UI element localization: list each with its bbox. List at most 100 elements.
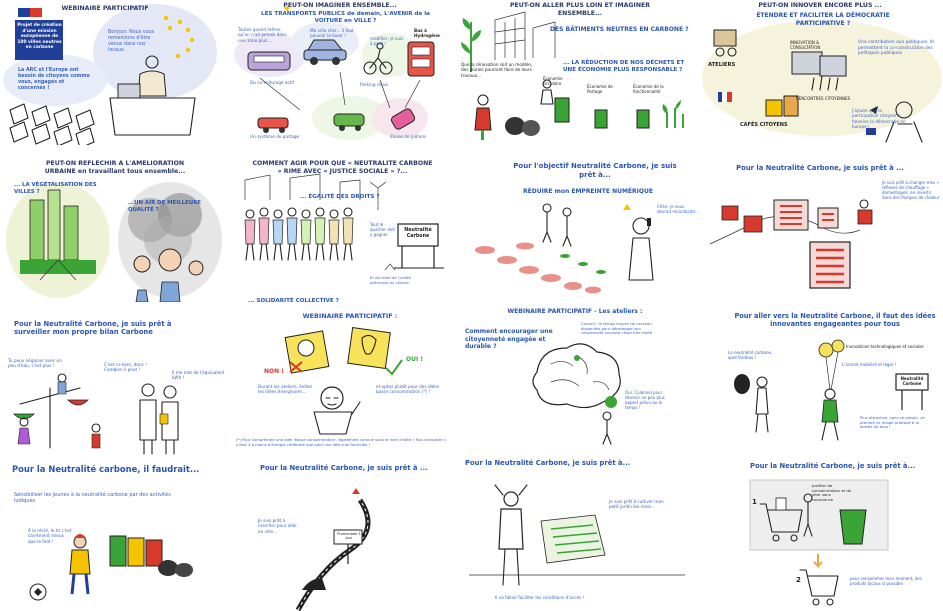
- car-on-road-icon: [302, 578, 326, 590]
- boy-figure: [91, 423, 101, 449]
- panel-webinar: WEBINAIRE PARTICIPATIF Projet de créatio…: [0, 0, 230, 145]
- girl-figure: [17, 417, 31, 445]
- panel-garden: Pour la Neutralité Carbone, je suis prêt…: [455, 455, 700, 611]
- arrow-icon: [870, 106, 878, 114]
- label-innovation: INNOVATION & CONSULTATION: [790, 40, 821, 50]
- green-bin-icon: [839, 509, 867, 545]
- democracy-note-1: Une contribution aux politiques. Ils per…: [858, 40, 935, 56]
- panel-innovation-title: Pour aller vers la Neutralité Carbone, i…: [734, 312, 936, 329]
- panel-walking-title: Pour la Neutralité Carbone, je suis prêt…: [260, 464, 428, 472]
- panel-digital-footprint: Pour l'objectif Neutralité Carbone, je s…: [455, 160, 700, 302]
- panel-urban: PEUT-ON RÉFLÉCHIR À L'AMÉLIORATION URBAI…: [0, 160, 230, 302]
- panel-walking-drawing: [295, 488, 371, 611]
- transport-note-4: Bus à Hydrogène: [414, 28, 440, 39]
- worried-man-figure: [494, 484, 528, 586]
- happy-man-figure: [821, 388, 839, 441]
- transport-note-7: Un système de partage: [250, 134, 300, 139]
- workshops-note-2: Oui, Colonnel pour devenir un peu plus a…: [625, 390, 665, 410]
- idea-spark-icon: [623, 204, 631, 210]
- audience-bubble: [3, 54, 107, 106]
- trash-bags-icon-2: [158, 560, 193, 577]
- innovation-sign-text: Neutralité Carbone: [900, 376, 924, 386]
- bulb-card-no: [284, 330, 330, 374]
- second-cart-icon: [799, 569, 839, 606]
- panel-heating: Pour la Neutralité Carbone, je suis prêt…: [700, 160, 943, 302]
- workshops-question: Comment encourager une citoyenneté engag…: [465, 328, 553, 350]
- couple-figures: [139, 383, 179, 455]
- computer-icon: [791, 51, 847, 77]
- workshops-note-1: Conseil : le temps moyen de cerveau disp…: [581, 321, 653, 336]
- consumption-note-1: Justifier de consommation et de jeter sa…: [812, 483, 852, 503]
- carbon-note-1: Tu peux négocier avec un peu d'eau, c'es…: [8, 358, 62, 369]
- cyclist-icon: [363, 42, 393, 75]
- panel-carbon-title: Pour la Neutralité Carbone, je suis prêt…: [14, 320, 172, 337]
- green-car-icon: [333, 113, 365, 131]
- panel-ideas-drawing: [284, 326, 403, 435]
- europe-stars-icon: [163, 15, 195, 59]
- economy-label-1: Économie circulaire: [543, 76, 563, 86]
- carbon-sign-text: Neutralité Carbone: [404, 228, 432, 239]
- sprouts-icon: [662, 100, 684, 128]
- grass-icon: [384, 263, 396, 271]
- presenter-figure: [313, 386, 361, 435]
- heating-note: Je suis prêt à changer mes « réflexes de…: [882, 180, 940, 200]
- panel-buildings-header: PEUT-ON ALLER PLUS LOIN ET IMAGINER ENSE…: [510, 2, 650, 17]
- urban-air-quality: ...UN AIR DE MEILLEURE QUALITÉ ?: [128, 200, 201, 213]
- green-footprints-icon: [560, 254, 606, 274]
- small-man-figure: [602, 396, 617, 445]
- panel-innovation-drawing: [734, 339, 929, 441]
- panel-social-justice: COMMENT AGIR POUR QUE « NEUTRALITÉ CARBO…: [230, 160, 455, 308]
- wind-turbine-icon: [369, 181, 387, 210]
- walking-sign-text: Promenade 1 jour: [337, 532, 361, 541]
- democracy-note-2: J'ajoute que la participation citoyenne …: [852, 108, 906, 129]
- masked-family-figure: [133, 248, 204, 302]
- speaker-speech: Bonjour. Nous vous remercions d'être ven…: [108, 30, 155, 53]
- digital-subtitle: RÉDUIRE mon EMPREINTE NUMÉRIQUE: [523, 188, 653, 195]
- panel-heating-drawing: [709, 199, 873, 289]
- transport-note-1: Toutes quand même qu'on n'ait jamais dan…: [238, 27, 287, 43]
- neighborhood-note: Tout le quartier doit y gagner: [370, 222, 395, 237]
- panel-walking: Pour la Neutralité Carbone, je suis prêt…: [230, 460, 455, 611]
- gardener-figure: [474, 94, 492, 140]
- panel-carbon-drawing: [13, 373, 179, 455]
- trash-bags-icon: [505, 117, 540, 136]
- yes-label: OUI !: [406, 356, 424, 363]
- panel-democracy: PEUT-ON INNOVER ENCORE PLUS ... ÉTENDRE …: [700, 0, 943, 145]
- building-sketch: [494, 11, 556, 60]
- transport-note-8: Zones de piétons: [390, 134, 427, 139]
- panel-urban-drawing: [6, 182, 222, 302]
- carbon-sign-icon: [895, 373, 929, 410]
- panel-workshops-header: WEBINAIRE PARTICIPATIF - Les ateliers :: [507, 308, 643, 315]
- panel-transport-header: PEUT-ON IMAGINER ENSEMBLE...: [283, 2, 397, 9]
- balance-scale-icon: [13, 387, 89, 449]
- crowd-figures: [244, 207, 354, 261]
- transport-note-2: Ma vélo cher... il faut pouvoir la louer…: [310, 28, 354, 39]
- mission-box: [15, 20, 63, 60]
- panel-social-header: COMMENT AGIR POUR QUE « NEUTRALITÉ CARBO…: [252, 160, 433, 175]
- panel-buildings: PEUT-ON ALLER PLUS LOIN ET IMAGINER ENSE…: [455, 0, 700, 145]
- panel-carbon-balance: Pour la Neutralité Carbone, je suis prêt…: [0, 318, 230, 456]
- lectern: [109, 97, 196, 136]
- innovation-note-4: Plus attractive, sans ce poison, ça pren…: [860, 415, 925, 430]
- phone-woman-figure: [628, 217, 654, 281]
- speaker-figure: [137, 55, 167, 97]
- woman-figure: [540, 79, 554, 105]
- road-sign-icon: [394, 223, 444, 269]
- house-icon: [352, 488, 360, 494]
- soccer-ball-icon: [29, 583, 47, 601]
- workshop-group: [713, 29, 737, 57]
- consumption-note-2: pour consommer mon moment, des produits …: [850, 576, 922, 586]
- ideas-note-1: Durant les ateliers, évitez les idées én…: [258, 384, 312, 395]
- panel-transport: PEUT-ON IMAGINER ENSEMBLE... LES TRANSPO…: [230, 0, 455, 145]
- youth-subtitle: Sensibiliser les jeunes à la neutralité …: [14, 492, 171, 505]
- smog-city-icon: [128, 193, 202, 264]
- audience-chairs: [9, 103, 95, 145]
- label-workshops: ATELIERS: [708, 62, 736, 68]
- panel-youth: Pour la Neutralité carbone, il faudrait.…: [0, 458, 230, 611]
- green-city-icon: [20, 189, 96, 281]
- panel-social-justice-drawing: [244, 173, 444, 271]
- balloons-icon: [818, 339, 845, 391]
- economy-label-2: Économie de Partage: [587, 84, 613, 94]
- arc-logo-icon: [30, 8, 42, 17]
- red-footprints-icon: [475, 242, 601, 294]
